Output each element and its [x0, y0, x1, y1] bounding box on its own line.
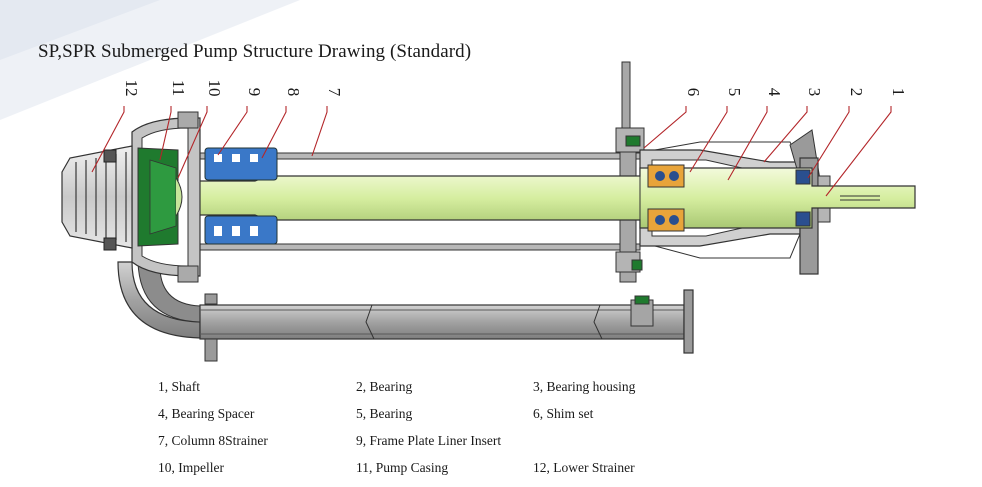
callout-11: 11	[169, 80, 188, 96]
callout-4: 4	[765, 88, 784, 97]
callout-10: 10	[205, 80, 224, 97]
callout-1: 1	[889, 88, 908, 97]
callout-8: 8	[284, 88, 303, 97]
lower-strainer	[61, 145, 133, 251]
legend-item: 5, Bearing	[356, 406, 413, 421]
legend-item: 3, Bearing housing	[533, 379, 636, 394]
bearing-upper	[795, 169, 811, 227]
legend-item: 9, Frame Plate Liner Insert	[356, 433, 502, 448]
legend-item: 7, Column 8Strainer	[158, 433, 268, 448]
legend-item: 6, Shim set	[533, 406, 594, 421]
callout-12: 12	[122, 80, 141, 97]
callout-numbers: 12 11 10 9 8 7 6 5 4 3 2 1	[122, 80, 908, 97]
drawing-title: SP,SPR Submerged Pump Structure Drawing …	[38, 41, 472, 62]
discharge-pipe	[117, 261, 694, 362]
callout-5: 5	[725, 88, 744, 97]
legend-item: 11, Pump Casing	[356, 460, 449, 475]
legend-item: 12, Lower Strainer	[533, 460, 635, 475]
callout-3: 3	[805, 88, 824, 97]
legend-item: 1, Shaft	[158, 379, 200, 394]
bearing-lower	[647, 164, 685, 232]
liner-insert	[204, 147, 278, 245]
legend-item: 10, Impeller	[158, 460, 224, 475]
callout-7: 7	[325, 88, 344, 97]
legend-item: 2, Bearing	[356, 379, 413, 394]
callout-leaders	[91, 106, 892, 197]
callout-6: 6	[684, 88, 703, 97]
impeller	[137, 147, 183, 247]
legend-item: 4, Bearing Spacer	[158, 406, 255, 421]
callout-2: 2	[847, 88, 866, 97]
callout-9: 9	[245, 88, 264, 97]
